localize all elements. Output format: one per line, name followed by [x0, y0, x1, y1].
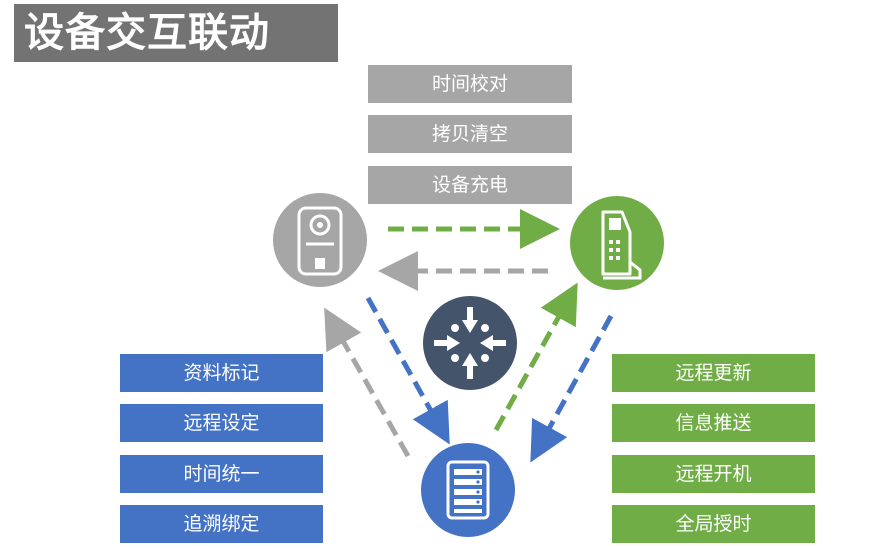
right-item-info-push: 信息推送 — [612, 404, 815, 442]
right-item-remote-update: 远程更新 — [612, 354, 815, 392]
arrow-recorder-to-server — [365, 296, 450, 445]
converging-arrows-icon — [434, 307, 506, 379]
top-item-device-charging: 设备充电 — [368, 166, 572, 204]
top-item-time-calibration: 时间校对 — [368, 65, 572, 103]
left-item-data-marking: 资料标记 — [120, 354, 323, 392]
body-camera-icon — [297, 206, 343, 276]
page-title: 设备交互联动 — [14, 4, 338, 62]
left-item-time-unify: 时间统一 — [120, 455, 323, 493]
station-node — [570, 196, 664, 290]
server-rack-icon — [446, 460, 490, 520]
left-item-remote-setting: 远程设定 — [120, 404, 323, 442]
arrow-server-to-recorder — [324, 307, 411, 458]
right-item-global-timing: 全局授时 — [612, 505, 815, 543]
right-item-remote-boot: 远程开机 — [612, 455, 815, 493]
arrow-station-to-server — [530, 314, 614, 463]
server-node — [421, 443, 515, 537]
left-item-trace-binding: 追溯绑定 — [120, 505, 323, 543]
arrow-server-to-station — [493, 282, 578, 432]
recorder-node — [273, 193, 367, 287]
hub-node — [423, 296, 517, 390]
top-item-copy-clear: 拷贝清空 — [368, 115, 572, 153]
kiosk-terminal-icon — [601, 210, 642, 280]
